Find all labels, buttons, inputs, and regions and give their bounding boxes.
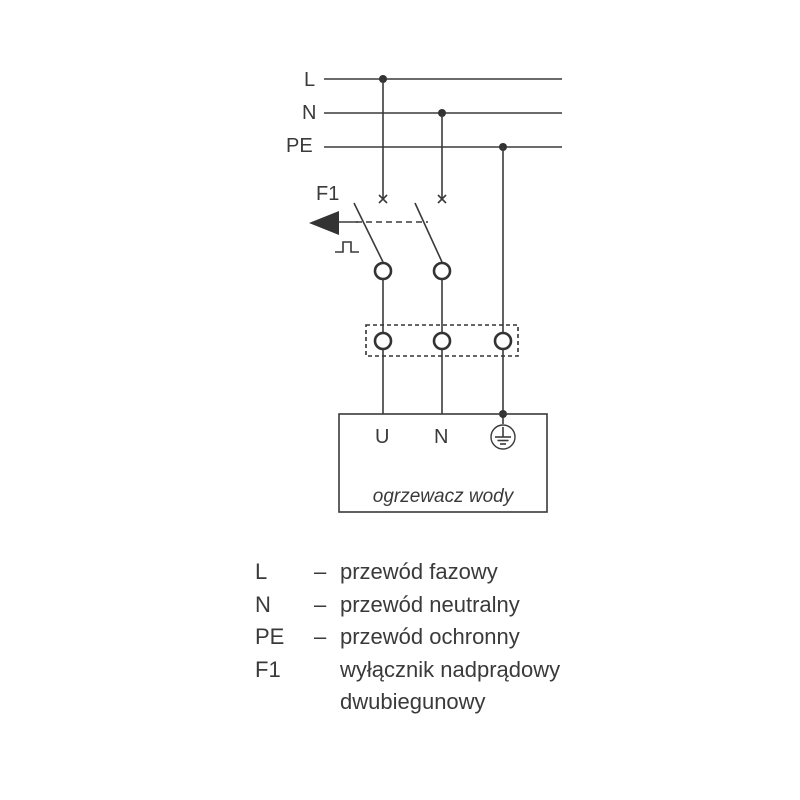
trip-arrow-icon	[309, 211, 358, 235]
ground-icon	[490, 424, 516, 450]
rail-label-l: L	[304, 69, 315, 91]
rail-label-n: N	[302, 102, 316, 124]
legend-desc: przewód ochronny	[340, 624, 520, 649]
device-label: ogrzewacz wody	[373, 486, 515, 507]
breaker-terminal-n	[432, 261, 452, 281]
block-terminal-pe	[493, 331, 513, 351]
legend-desc: wyłącznik nadprądowy	[340, 656, 561, 682]
device-terminal-n: N	[434, 426, 448, 448]
legend-row: N – przewód neutralny	[0, 589, 800, 622]
legend-row: F1 wyłącznik nadprądowy	[0, 654, 800, 687]
breaker-blade-n	[414, 202, 443, 263]
legend-desc: przewód neutralny	[340, 591, 520, 617]
breaker-terminal-l	[373, 261, 393, 281]
legend-row: PE – przewód ochronny	[0, 621, 800, 654]
breaker-contact-cross-n	[437, 194, 447, 204]
legend-desc: dwubiegunowy	[340, 689, 486, 714]
legend: L – przewód fazowy N – przewód neutralny…	[0, 556, 800, 726]
wiring-diagram: L N PE F1	[286, 69, 562, 513]
legend-dash: –	[314, 591, 327, 617]
device-terminal-u: U	[375, 426, 389, 448]
legend-key: F1	[255, 656, 281, 682]
block-terminal-l	[373, 331, 393, 351]
legend-key: L	[255, 559, 268, 584]
rail-label-pe: PE	[286, 135, 313, 157]
legend-key: N	[255, 591, 271, 617]
legend-desc: przewód fazowy	[340, 559, 498, 584]
legend-dash: –	[314, 559, 327, 584]
legend-row: L – przewód fazowy	[0, 556, 800, 589]
breaker-label: F1	[316, 183, 339, 205]
overcurrent-release-icon	[335, 241, 359, 253]
legend-dash: –	[314, 624, 327, 649]
block-terminal-n	[432, 331, 452, 351]
breaker-blade-l	[353, 202, 384, 263]
legend-key: PE	[255, 624, 285, 649]
breaker-contact-cross-l	[378, 194, 388, 204]
device-box	[338, 413, 548, 513]
legend-row: dwubiegunowy	[0, 686, 800, 719]
